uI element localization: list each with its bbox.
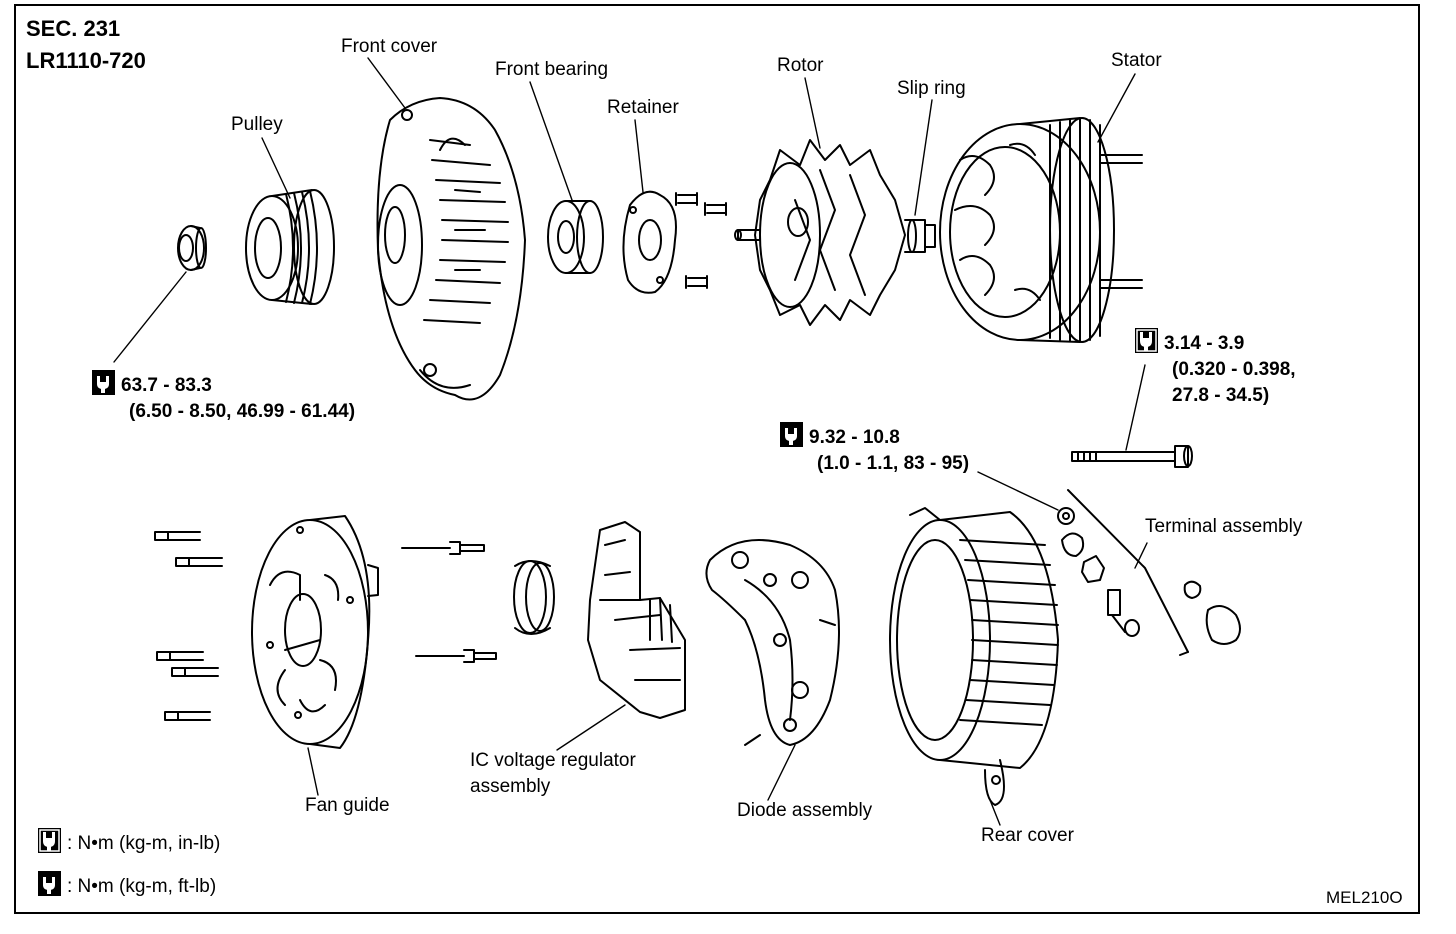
label-ic-regulator-line2: assembly [470,776,551,797]
label-ic-regulator: IC voltage regulator [470,750,636,771]
torque-in-lb-icon [38,828,61,853]
torque-spec-terminal-nut: 9.32 - 10.8 (1.0 - 1.1, 83 - 95) [780,422,969,477]
torque-sub2-through-bolt: 27.8 - 34.5) [1172,385,1270,407]
torque-value-terminal-nut: 9.32 - 10.8 [809,427,900,448]
torque-ft-lb-icon [780,422,803,447]
torque-sub1-through-bolt: (0.320 - 0.398, [1172,359,1296,381]
torque-in-lb-icon [1135,328,1158,353]
label-terminal-assembly: Terminal assembly [1145,516,1303,537]
torque-spec-through-bolt: 3.14 - 3.9 (0.320 - 0.398, 27.8 - 34.5) [1135,328,1296,410]
pulley-drawing [245,189,335,305]
ic-regulator-drawing [587,521,686,719]
section-number: SEC. 231 [26,16,121,41]
legend-in-lb: : N•m (kg-m, in-lb) [38,828,220,856]
label-rotor: Rotor [777,55,824,76]
torque-sub-pulley-nut: (6.50 - 8.50, 46.99 - 61.44) [129,401,356,423]
label-front-cover: Front cover [341,36,438,57]
terminal-assembly-drawing [1057,489,1241,656]
torque-spec-pulley-nut: 63.7 - 83.3 (6.50 - 8.50, 46.99 - 61.44) [92,370,355,425]
through-bolt-drawing [1071,445,1193,468]
fan-guide-drawing [251,515,379,749]
bushing-drawing [513,560,555,635]
rivets-drawing [401,541,497,663]
torque-value-pulley-nut: 63.7 - 83.3 [121,375,212,396]
retainer-drawing [622,190,727,294]
fan-guide-screws-drawing [154,531,223,721]
label-slip-ring: Slip ring [897,78,966,99]
label-diode-assembly: Diode assembly [737,800,873,821]
torque-ft-lb-icon [92,370,115,395]
label-retainer: Retainer [607,97,679,118]
legend-ft-lb: : N•m (kg-m, ft-lb) [38,871,216,899]
label-rear-cover: Rear cover [981,825,1074,846]
label-front-bearing: Front bearing [495,59,609,80]
legend-in-lb-text: : N•m (kg-m, in-lb) [67,833,221,854]
front-cover-drawing [376,97,526,401]
figure-code: MEL210O [1326,888,1403,907]
label-fan-guide: Fan guide [305,795,390,816]
label-stator: Stator [1111,50,1162,71]
rotor-drawing [734,139,936,326]
torque-value-through-bolt: 3.14 - 3.9 [1164,333,1245,354]
diode-assembly-drawing [705,539,840,746]
stator-drawing [939,117,1143,343]
label-pulley: Pulley [231,114,283,135]
model-number: LR1110-720 [26,48,146,73]
leader-lines [113,57,1148,826]
legend-ft-lb-text: : N•m (kg-m, ft-lb) [67,876,217,897]
torque-sub-terminal-nut: (1.0 - 1.1, 83 - 95) [817,453,970,475]
pulley-nut-drawing [177,225,207,271]
diagram-frame [14,4,1420,914]
torque-ft-lb-icon [38,871,61,896]
rear-cover-drawing [889,507,1059,806]
front-bearing-drawing [547,200,604,274]
